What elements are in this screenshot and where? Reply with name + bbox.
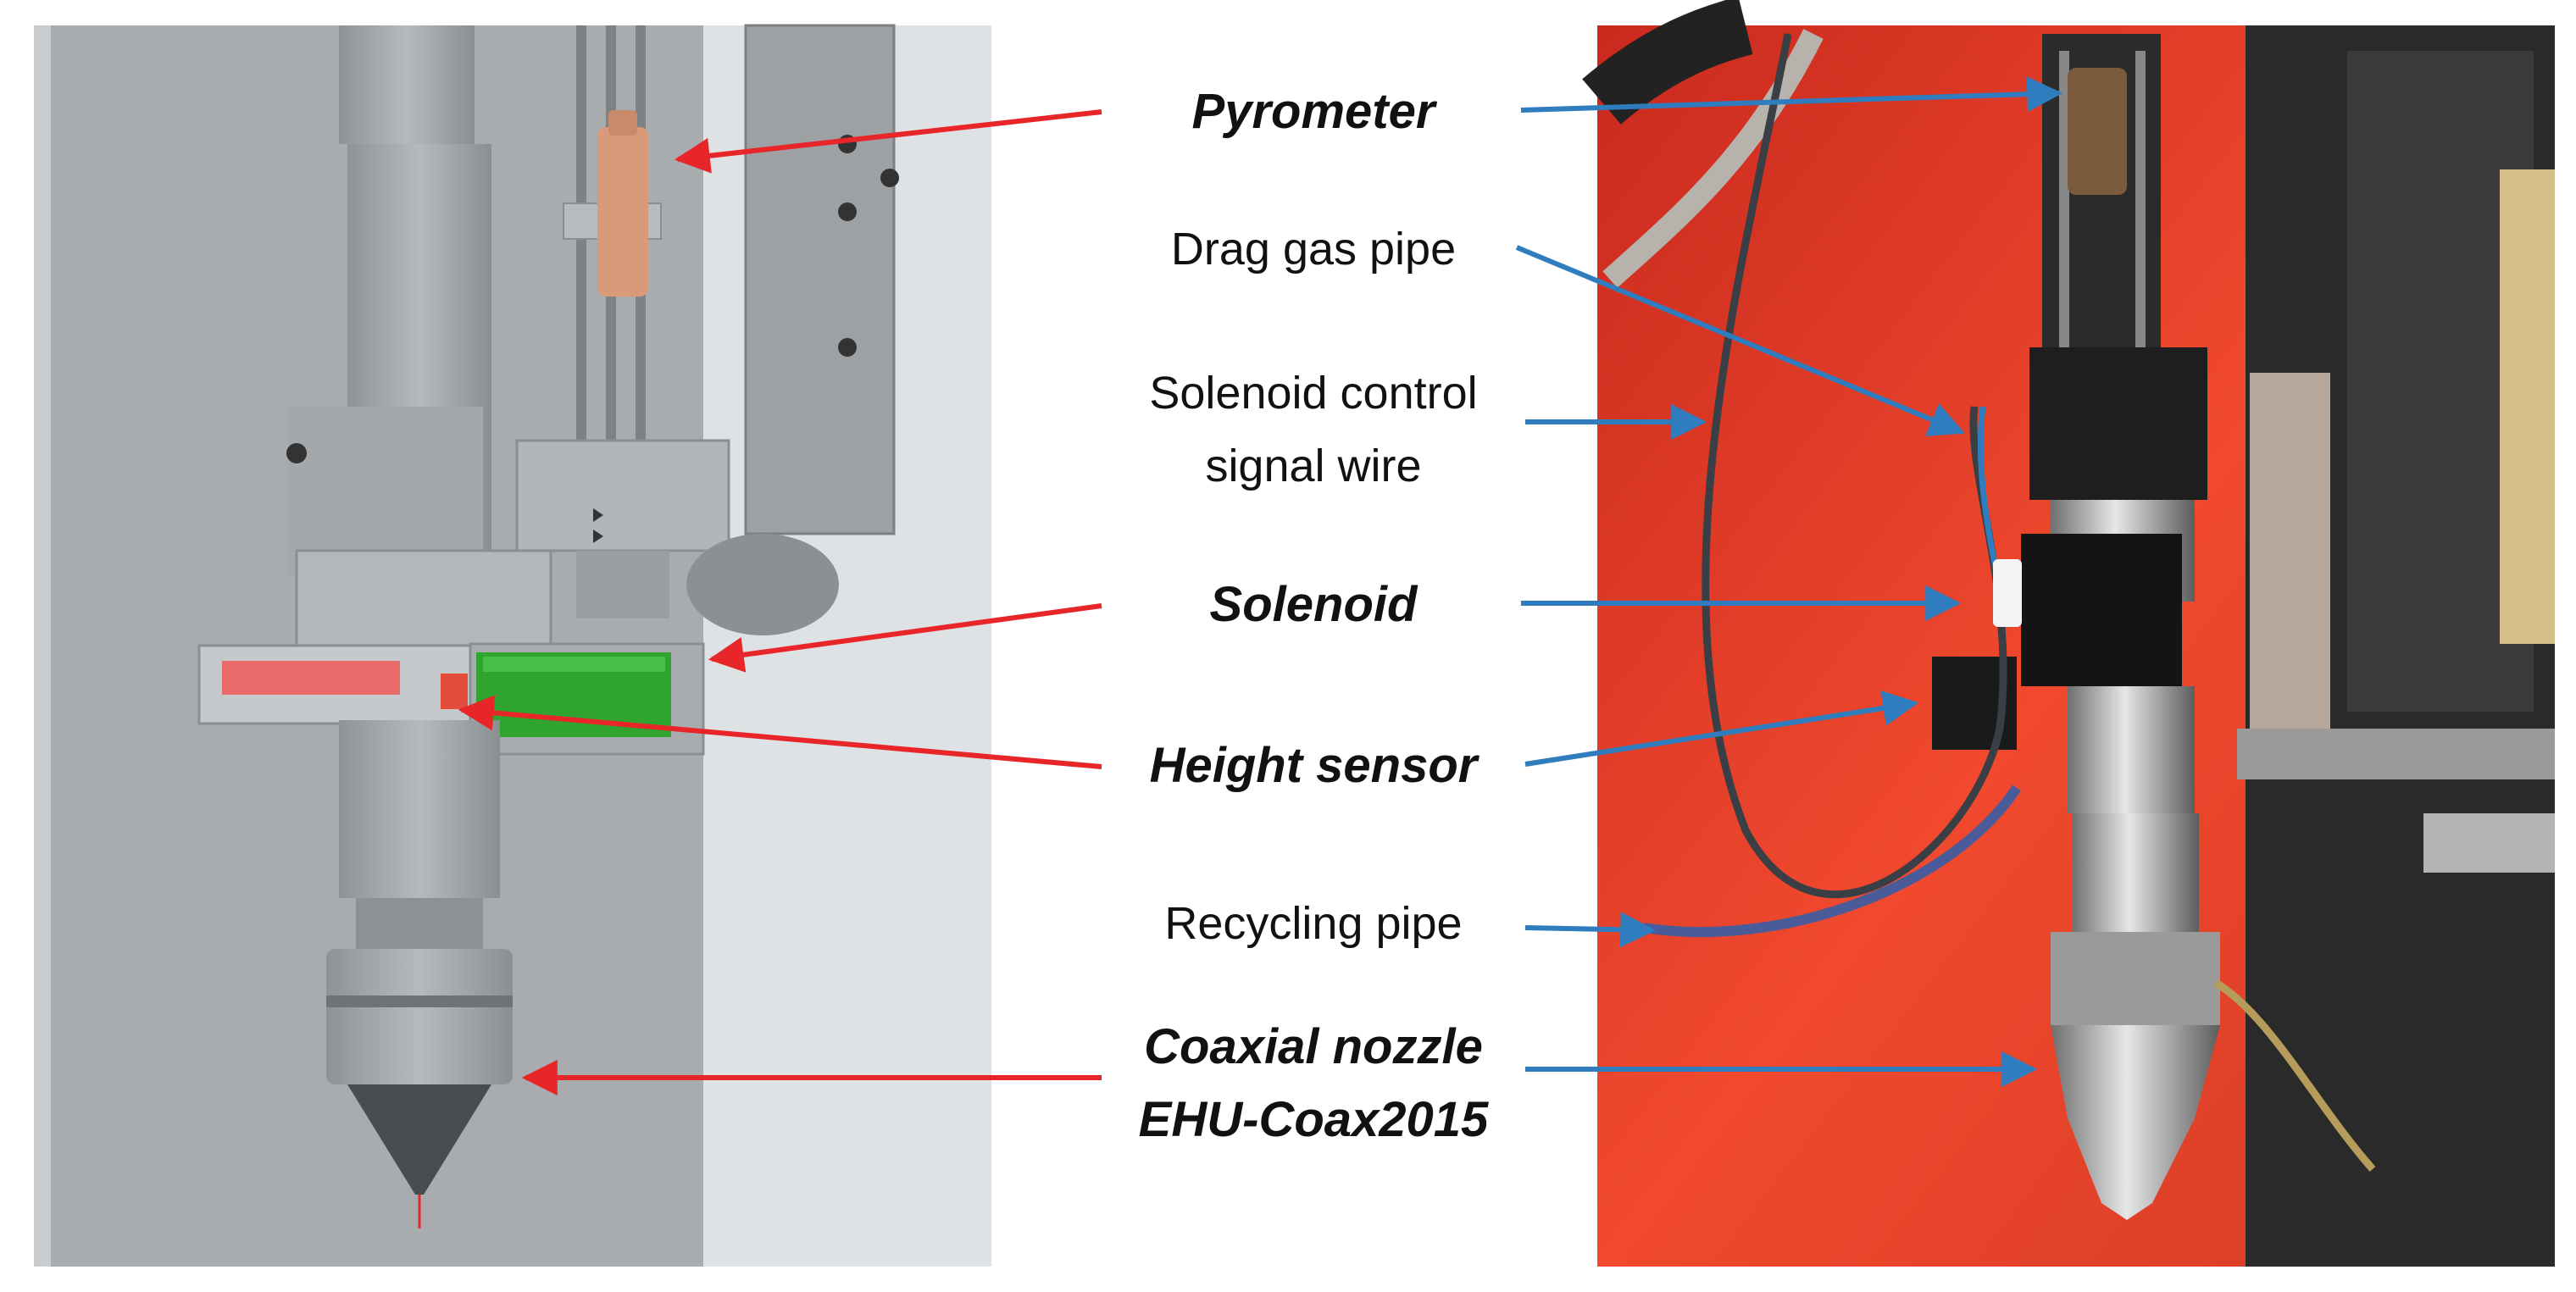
- label-recycling-pipe: Recycling pipe: [1164, 898, 1463, 949]
- label-coaxial-line1: Coaxial nozzle: [1144, 1019, 1483, 1074]
- label-pyrometer: Pyrometer: [1191, 84, 1435, 139]
- cad-render: [34, 24, 991, 1267]
- machine-photo: [1582, 0, 2555, 1267]
- label-solenoid: Solenoid: [1209, 577, 1418, 632]
- arrow-pyrometer-photo: [1520, 76, 2063, 113]
- arrow-recycling-photo: [1524, 912, 1657, 948]
- label-coaxial-line2: EHU-Coax2015: [1138, 1092, 1489, 1147]
- arrow-solenoid-cad: [708, 603, 1102, 673]
- label-drag-gas-pipe: Drag gas pipe: [1170, 224, 1457, 274]
- arrow-pyrometer-cad: [674, 109, 1102, 174]
- arrow-drag-gas-photo: [1515, 245, 1965, 436]
- arrow-height-sensor-photo: [1524, 690, 1919, 767]
- label-solenoid-control-line2: signal wire: [1205, 441, 1422, 491]
- red-arrows: [458, 109, 1102, 1095]
- label-height-sensor: Height sensor: [1149, 738, 1478, 793]
- arrow-height-sensor-cad: [458, 695, 1102, 769]
- blue-arrows: [1515, 76, 2063, 1087]
- label-solenoid-control-line1: Solenoid control: [1149, 368, 1478, 419]
